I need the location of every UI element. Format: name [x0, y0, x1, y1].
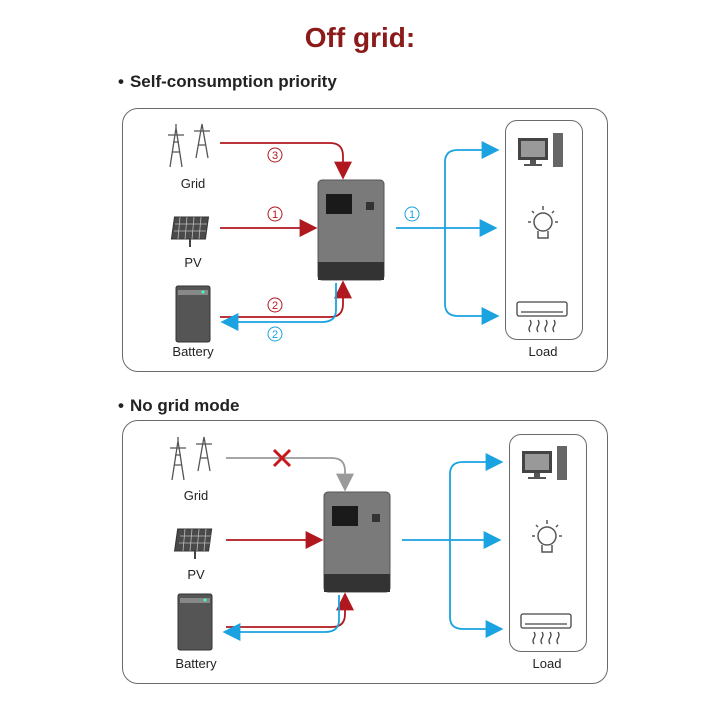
grid-to-inverter-arrow — [220, 142, 352, 180]
battery-icon — [177, 593, 213, 651]
step-number: 1 — [409, 209, 415, 221]
light-bulb-icon — [528, 206, 558, 239]
battery-label: Battery — [175, 656, 217, 671]
grid-label: Grid — [180, 176, 206, 191]
inverter-to-battery-arrow — [222, 595, 340, 641]
solar-panel-icon — [170, 216, 210, 247]
battery-label: Battery — [172, 344, 214, 359]
blocked-x-icon — [272, 448, 292, 468]
battery-to-inverter-arrow — [220, 280, 352, 318]
load-label: Load — [528, 344, 558, 359]
step-marker — [267, 297, 283, 313]
step-number: 1 — [272, 209, 278, 221]
battery-to-inverter-arrow — [226, 592, 354, 628]
load-branch-computer-arrow — [449, 453, 504, 540]
step-marker — [267, 206, 283, 222]
step-marker — [404, 206, 420, 222]
load-branch-computer-arrow — [444, 141, 500, 228]
step-number: 2 — [272, 300, 278, 312]
pv-label: PV — [187, 567, 205, 582]
transmission-tower-icon — [168, 123, 210, 168]
solar-panel-icon — [173, 528, 213, 559]
computer-icon — [518, 133, 563, 167]
grid-label: Grid — [183, 488, 209, 503]
section-heading-no-grid: •No grid mode — [118, 396, 240, 415]
air-conditioner-icon — [520, 613, 572, 645]
pv-label: PV — [184, 255, 202, 270]
load-box — [505, 120, 583, 340]
battery-icon — [175, 285, 211, 343]
grid-to-inverter-arrow-disabled — [226, 457, 354, 492]
inverter-to-battery-arrow — [220, 283, 337, 331]
inverter-icon — [317, 179, 385, 281]
air-conditioner-icon — [516, 301, 568, 333]
load-branch-ac-arrow — [444, 228, 500, 325]
step-number: 2 — [272, 329, 278, 341]
step-number: 3 — [272, 150, 278, 162]
page-title: Off grid: — [304, 22, 416, 53]
step-marker — [267, 147, 283, 163]
step-marker — [267, 326, 283, 342]
light-bulb-icon — [532, 520, 562, 553]
inverter-icon — [323, 491, 391, 593]
section-heading-self-consumption: •Self-consumption priority — [118, 72, 337, 91]
load-label: Load — [532, 656, 562, 671]
transmission-tower-icon — [170, 436, 212, 481]
load-branch-ac-arrow — [449, 540, 504, 638]
computer-icon — [522, 446, 567, 480]
